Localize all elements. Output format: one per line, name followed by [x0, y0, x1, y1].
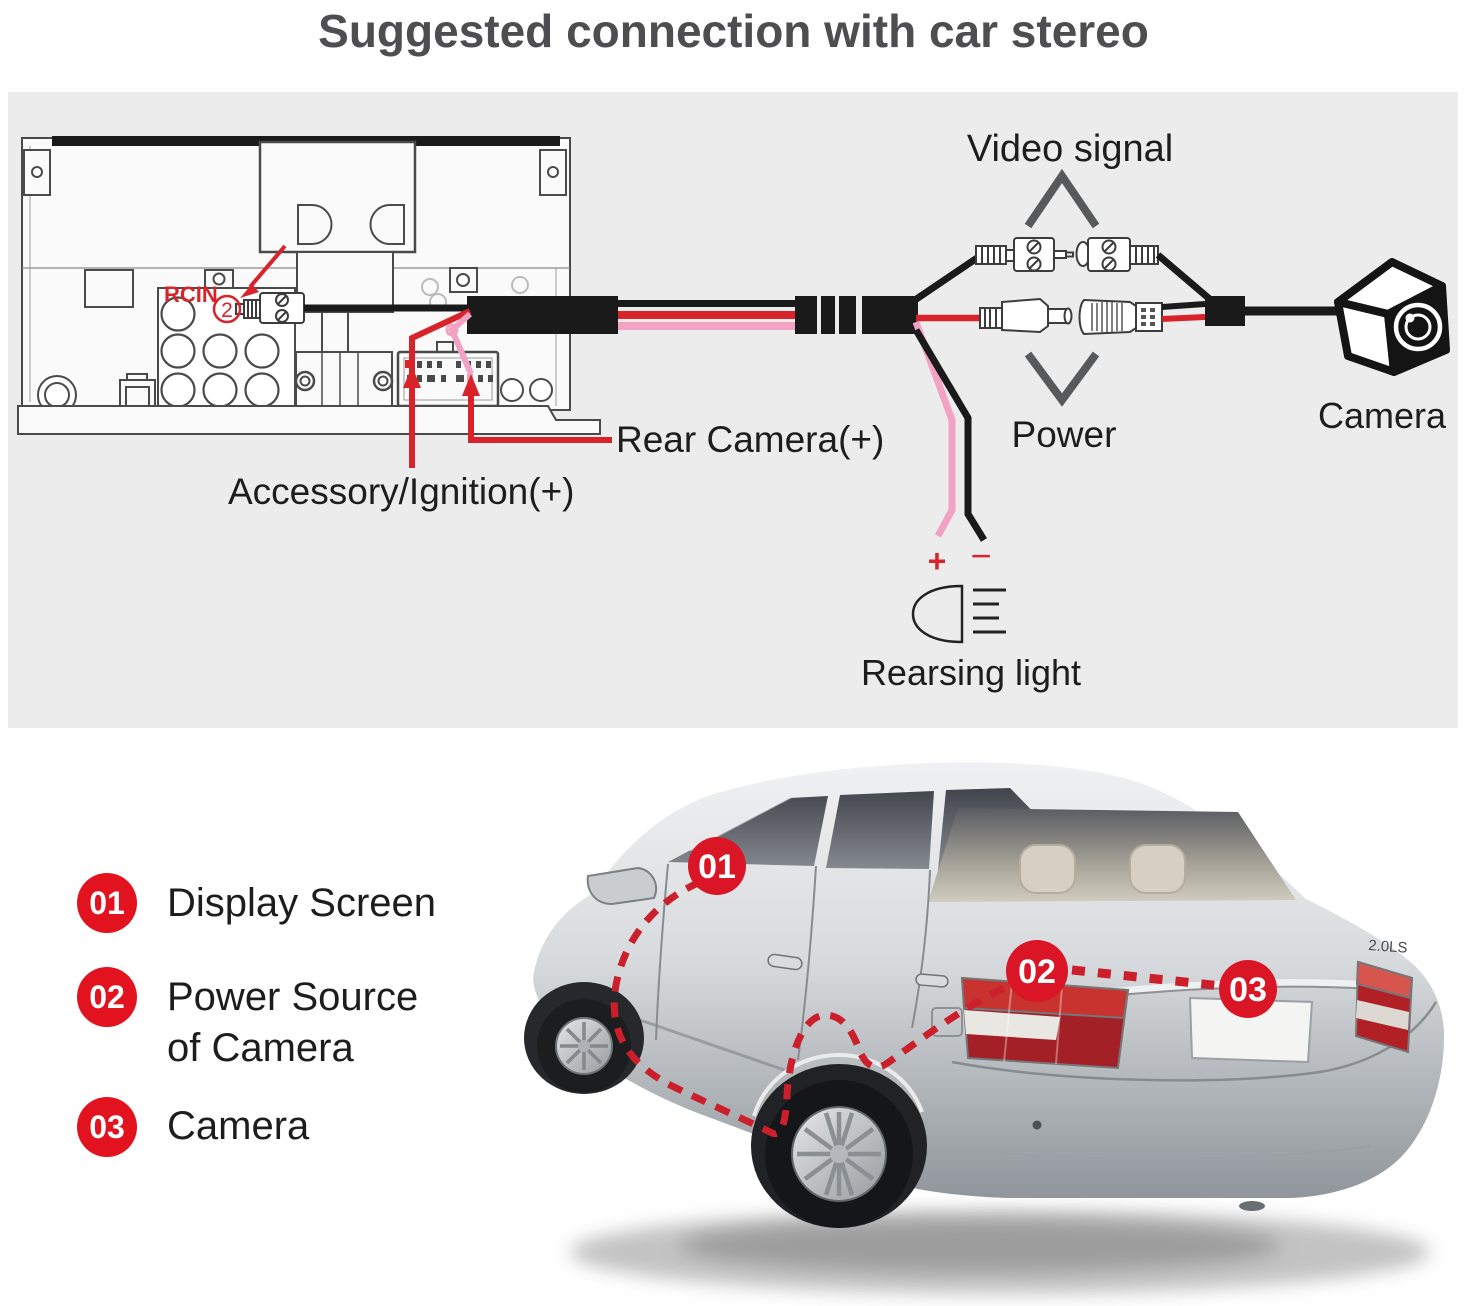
wire-red: [618, 311, 795, 319]
reversing-light-icon: [911, 584, 1006, 644]
model-badge: 2.0LS: [1368, 937, 1408, 957]
exhaust-tip: [1239, 1201, 1265, 1211]
legend-badge-01: 01: [77, 873, 137, 933]
car-illustration: 2.0LS: [524, 762, 1445, 1294]
adapter-cable: [235, 292, 918, 334]
diagram-labels: Rear Camera(+) Accessory/Ignition(+) Vid…: [228, 128, 1447, 693]
bumper-sensor: [1032, 1120, 1042, 1130]
rca-plug-stereo: [235, 292, 305, 324]
rcin-label: RCIN: [164, 282, 218, 307]
legend-label-power-source: Power Source of Camera: [167, 975, 419, 1070]
camera-label: Camera: [1318, 395, 1447, 436]
door-handle: [915, 973, 949, 988]
car-badge-01: [688, 837, 746, 895]
stereo-base: [17, 405, 601, 435]
front-wheel: [524, 982, 644, 1094]
car-badges: 01 02 03: [688, 837, 1277, 1018]
video-signal-label: Video signal: [967, 128, 1173, 170]
video-power-section: [910, 168, 1450, 407]
svg-text:02: 02: [1018, 953, 1056, 991]
reversing-light-wires: [912, 320, 987, 542]
rear-camera-label: Rear Camera(+): [616, 419, 884, 460]
accessory-pin: [405, 360, 411, 368]
stereo-top-box: [258, 140, 417, 254]
wire-pink: [618, 322, 795, 330]
car-badge-03: [1219, 960, 1277, 1018]
chevron-up-icon: [1024, 168, 1100, 229]
annotations: RCIN 2 + −: [164, 244, 992, 579]
car-photo: 2.0LS: [524, 762, 1445, 1294]
door-handle: [767, 953, 803, 971]
accessory-arrow-icon: [403, 366, 421, 388]
rca-male-connector: [975, 237, 1074, 272]
legend-item-power-source: 02 Power Source of Camera: [77, 967, 418, 1074]
cable-block-2: [862, 296, 918, 334]
legend-label-display-screen: Display Screen: [167, 881, 437, 925]
car-stereo-rear-panel: [17, 136, 601, 435]
rear-windshield: [928, 808, 1296, 902]
rcin-marker-circle: [212, 294, 242, 324]
chevron-down-icon: [1024, 351, 1100, 407]
cable-block-1: [467, 296, 618, 334]
reverse-wire-line: [448, 311, 474, 376]
legend-item-camera: 03 Camera: [77, 1097, 309, 1157]
rcin-marker-number: 2: [221, 299, 233, 322]
legend-label-camera: Camera: [167, 1104, 310, 1148]
power-label: Power: [1012, 414, 1117, 455]
dc-power-jack: [1078, 298, 1163, 336]
camera-cube-icon: [1334, 258, 1450, 376]
legend-badge-03: 03: [77, 1097, 137, 1157]
wiring-diagram: RCIN 2 + − Rear Camera(+) Accessory/Igni…: [8, 92, 1458, 728]
side-mirror: [586, 866, 657, 906]
dc-power-plug: [979, 297, 1073, 334]
minus-label: −: [970, 535, 991, 576]
cable-block-3: [1205, 296, 1245, 326]
rear-camera-arrow-icon: [462, 374, 480, 396]
accessory-label: Accessory/Ignition(+): [228, 471, 575, 512]
tail-light-right: [1354, 960, 1414, 1054]
legend-badge-02: 02: [77, 967, 137, 1027]
legend-item-display-screen: 01 Display Screen: [77, 873, 436, 933]
fuel-door: [931, 1007, 963, 1037]
rcin-arrow-icon: [240, 284, 259, 298]
rear-door-window: [826, 791, 934, 869]
headrest: [1019, 844, 1076, 894]
rca-jack-grid: [160, 296, 280, 408]
page-title: Suggested connection with car stereo: [318, 5, 1149, 57]
rear-wheel: [751, 1052, 927, 1228]
svg-text:03: 03: [1229, 971, 1267, 1009]
car-badge-02: [1006, 940, 1068, 1002]
rear-camera-line: [468, 394, 612, 443]
plus-label: +: [928, 543, 947, 579]
rearsing-light-label: Rearsing light: [861, 652, 1081, 693]
svg-text:01: 01: [698, 848, 736, 886]
accessory-wire-line: [409, 308, 472, 468]
wire-black: [618, 300, 795, 307]
headrest: [1129, 844, 1186, 894]
cable-route: 01 02 03: [610, 837, 1277, 1138]
